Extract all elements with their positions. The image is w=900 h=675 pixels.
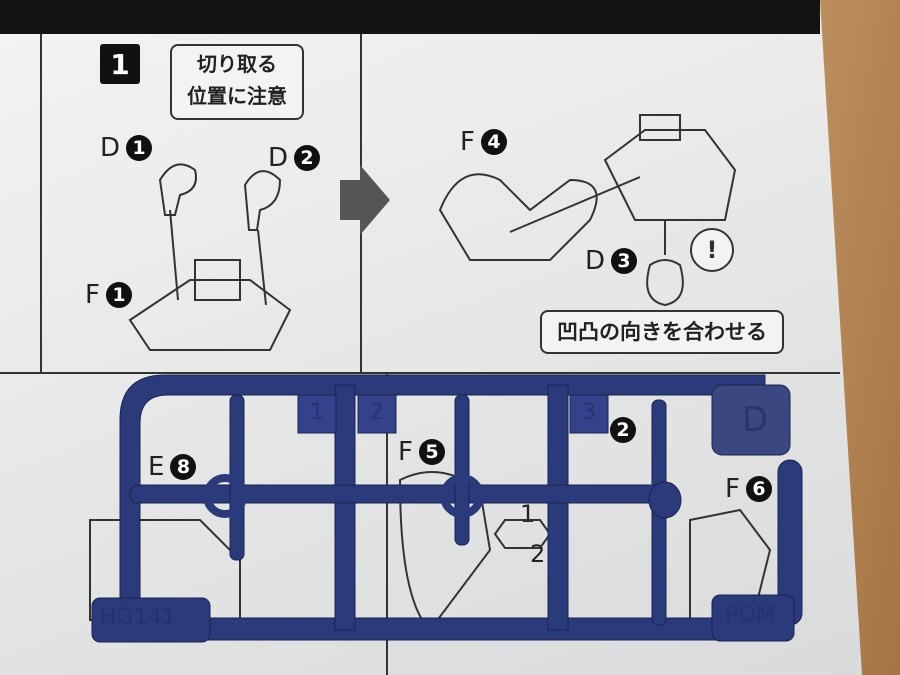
sprue-tag-material [711, 594, 795, 642]
gate-tab-2 [357, 394, 397, 434]
sprue-tag-code [91, 597, 211, 643]
part-d3-drawing [646, 259, 684, 307]
sprue-part-ball [648, 481, 682, 519]
part-e8-drawing [89, 519, 241, 621]
sprue-part-ring-2 [440, 474, 484, 518]
part-assembly-drawing [603, 114, 737, 221]
panel-divider [386, 374, 388, 675]
gate-tab-3 [569, 394, 609, 434]
sprue-vertical-1 [334, 384, 356, 631]
part-f4-drawing [438, 173, 598, 261]
cut-note-line: 切り取る [197, 52, 277, 76]
next-arrow-icon [340, 165, 390, 235]
warning-icon: ! [690, 228, 734, 272]
sprue [91, 374, 803, 643]
cut-note-callout: 切り取る 位置に注意 [170, 44, 304, 120]
arrow [169, 176, 666, 306]
sprue-gate-post-2 [454, 394, 470, 546]
sprue-material: POM [725, 603, 775, 628]
gate-number-2: 2 [370, 400, 384, 425]
align-note-callout: 凹凸の向きを合わせる [540, 310, 784, 354]
step-number-badge: 1 [100, 44, 140, 84]
part-d1-drawing [158, 163, 197, 216]
sprue-tag-letter: D [742, 400, 769, 440]
sprue-code: HG141 [100, 605, 176, 630]
partial-label: 2 [610, 417, 636, 443]
panel-divider [40, 34, 42, 374]
sprue-frame-top [119, 374, 766, 601]
sprue-vertical-2 [547, 384, 569, 631]
part-f6-drawing [689, 508, 772, 631]
hex-frame [493, 519, 552, 549]
sprue-frame-bottom [149, 617, 731, 641]
gate-number-3: 3 [582, 400, 596, 425]
cut-note-line: 位置に注意 [187, 84, 287, 108]
header-bar [0, 0, 820, 34]
part-f1-drawing [128, 259, 292, 351]
part-d2-drawing [243, 170, 282, 231]
gate-tab-1 [297, 394, 337, 434]
panel-divider [0, 372, 840, 374]
sprue-part-ring-1 [203, 474, 247, 518]
gate-number-1: 1 [310, 400, 324, 425]
sprue-tag-d [711, 384, 791, 456]
